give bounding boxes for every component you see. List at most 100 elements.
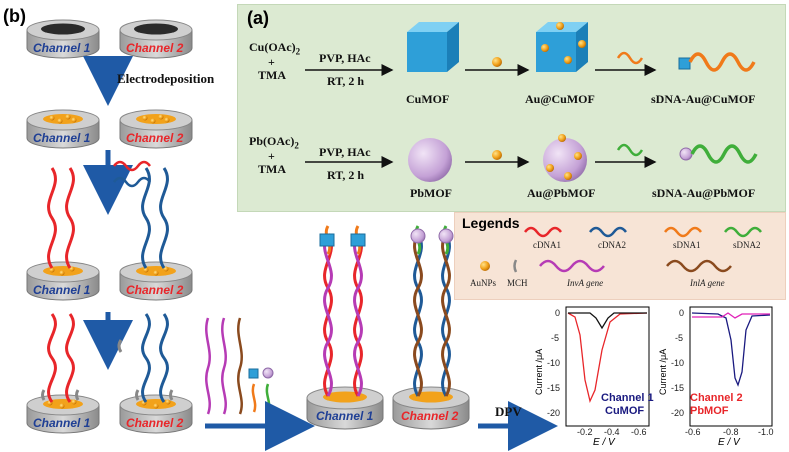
mch-marks-row4: [41, 389, 174, 401]
legend-mch: MCH: [507, 278, 528, 288]
aunp-1: [492, 57, 502, 67]
row1-product-label: sDNA-Au@CuMOF: [651, 92, 756, 106]
legend-sdna1: sDNA1: [673, 240, 701, 250]
aunp-2: [492, 150, 502, 160]
ch1-label-center: Channel 1: [316, 409, 374, 423]
helices-row4: [47, 313, 169, 403]
cube-tag-2: [350, 233, 366, 247]
dpv2-magenta-curve: [692, 312, 770, 319]
ch1-label-row2: Channel 1: [33, 131, 91, 145]
dpv-label: DPV: [495, 404, 522, 419]
au-pbmof-sphere: [543, 134, 587, 182]
dpv2-ytick-2: -10: [671, 358, 685, 368]
dpv2-ytick-3: -15: [671, 383, 685, 393]
legend-box: [454, 212, 786, 300]
ch2-label-center: Channel 2: [401, 409, 459, 423]
dpv2-xtick-1: -0.8: [723, 427, 739, 437]
ch1-label-row1: Channel 1: [33, 41, 91, 55]
sdna-au-pbmof-product: [679, 144, 758, 164]
probe-waves-small: [113, 160, 151, 188]
panel-a-background: [237, 4, 786, 212]
target-genes-group: [205, 317, 271, 415]
dpv1-ytick-0: 0: [555, 308, 561, 318]
disc-group-row4: [26, 394, 193, 434]
au-cumof-cube: [536, 22, 588, 72]
dpv-plot-2: [689, 306, 773, 427]
mch-mark: [117, 339, 123, 353]
dpv2-blue-curve: [691, 312, 771, 387]
row2-mof-label: PbMOF: [410, 186, 452, 200]
cumof-cube: [407, 22, 459, 72]
dpv2-xtick-2: -1.0: [758, 427, 774, 437]
dpv1-ytick-3: -15: [547, 383, 561, 393]
sdna2-wave: [616, 143, 644, 157]
row1-au-mof-label: Au@CuMOF: [525, 92, 595, 106]
dpv1-legend-top: Channel 1: [601, 392, 654, 404]
helices-row3: [47, 167, 169, 269]
ch1-label-row4: Channel 1: [33, 416, 91, 430]
panel-b-label: (b): [3, 6, 26, 26]
center-disc-ch2: [392, 386, 470, 430]
disc-group-row1: [26, 19, 193, 59]
dpv2-xtick-0: -0.6: [685, 427, 701, 437]
dpv1-xtick-2: -0.6: [631, 427, 647, 437]
legend-title: Legends: [462, 215, 520, 231]
center-helix-ch1: [323, 225, 363, 397]
ch2-label-row3: Channel 2: [126, 283, 184, 297]
dpv1-xlabel: E / V: [593, 437, 615, 448]
dpv1-ytick-2: -10: [547, 358, 561, 368]
row2-product-label: sDNA-Au@PbMOF: [652, 186, 756, 200]
legend-aunp-icon: [480, 261, 490, 271]
sdna-au-cumof-product: [678, 52, 756, 72]
dpv1-legend-bottom: CuMOF: [605, 405, 645, 417]
legend-cdna2: cDNA2: [598, 240, 626, 250]
legend-graphics: [513, 226, 762, 273]
disc-group-row2: [26, 109, 193, 149]
row2-plus: +: [268, 149, 275, 163]
row2-condition: RT, 2 h: [327, 168, 365, 182]
legend-sdna2: sDNA2: [733, 240, 761, 250]
row1-mof-label: CuMOF: [406, 92, 450, 106]
sdna1-wave: [616, 51, 644, 65]
mini-cube: [248, 368, 259, 379]
row1-reagent: PVP, HAc: [319, 51, 371, 65]
ch2-label-row2: Channel 2: [126, 131, 184, 145]
dpv2-legend-top: Channel 2: [690, 392, 743, 404]
dpv2-legend-bottom: PbMOF: [690, 405, 729, 417]
panel-a-label: (a): [247, 8, 269, 28]
dpv1-ytick-4: -20: [547, 408, 561, 418]
ch2-label-row4: Channel 2: [126, 416, 184, 430]
electrodeposition-label: Electrodeposition: [117, 71, 215, 86]
dpv2-ylabel: Current /μA: [658, 348, 668, 395]
dpv1-ytick-1: -5: [551, 333, 560, 343]
electrode-disc-ch2-bare: [119, 19, 193, 59]
dpv1-black-curve: [568, 312, 647, 330]
dpv1-xtick-1: -0.4: [604, 427, 620, 437]
dpv1-xtick-0: -0.2: [577, 427, 593, 437]
row2-precursor: Pb(OAc)2: [249, 134, 299, 151]
legend-inva: InvA gene: [567, 278, 604, 288]
center-helix-ch2: [413, 225, 451, 397]
legend-cdna1: cDNA1: [533, 240, 561, 250]
row1-tma: TMA: [258, 68, 286, 82]
row2-reagent: PVP, HAc: [319, 145, 371, 159]
dpv-plot-1: [565, 306, 650, 427]
mini-sphere: [262, 367, 274, 379]
sphere-tag-1: [410, 228, 426, 244]
row1-precursor: Cu(OAc)2: [249, 40, 301, 57]
row2-au-mof-label: Au@PbMOF: [527, 186, 596, 200]
dpv1-ylabel: Current /μA: [534, 348, 544, 395]
dpv2-ytick-4: -20: [671, 408, 685, 418]
dpv1-red-curve: [567, 312, 648, 403]
dpv2-ytick-0: 0: [679, 308, 685, 318]
row1-condition: RT, 2 h: [327, 74, 365, 88]
row1-plus: +: [268, 55, 275, 69]
legend-aunps: AuNPs: [470, 278, 497, 288]
dpv2-xlabel: E / V: [718, 437, 740, 448]
legend-inla: InlA gene: [690, 278, 725, 288]
pbmof-sphere: [408, 138, 452, 182]
row2-tma: TMA: [258, 162, 286, 176]
dpv2-ytick-1: -5: [675, 333, 684, 343]
cube-tag-1: [319, 233, 335, 247]
